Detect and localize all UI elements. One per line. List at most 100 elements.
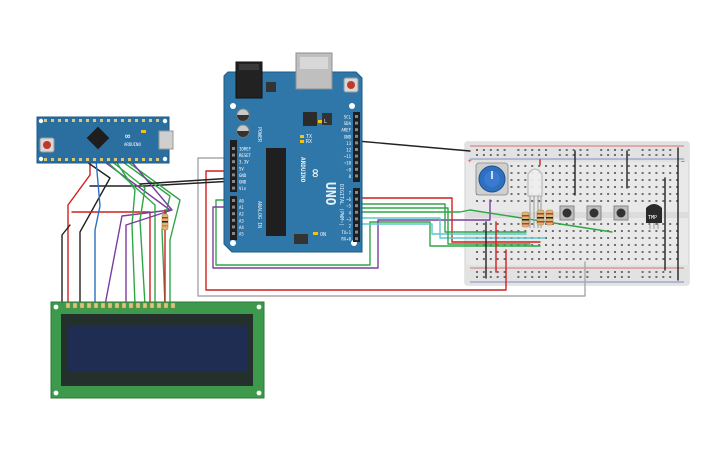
breadboard-hole[interactable] (476, 244, 478, 246)
breadboard-hole[interactable] (496, 154, 499, 156)
breadboard-hole[interactable] (627, 165, 630, 167)
breadboard-hole[interactable] (510, 258, 513, 260)
breadboard-hole[interactable] (545, 193, 547, 195)
pushbutton[interactable] (613, 205, 629, 221)
micro-pin[interactable] (79, 119, 82, 122)
breadboard-hole[interactable] (482, 223, 485, 225)
breadboard-hole[interactable] (593, 200, 596, 202)
wire-purple[interactable] (212, 199, 491, 269)
breadboard-hole[interactable] (531, 165, 534, 167)
breadboard-hole[interactable] (565, 258, 568, 260)
breadboard-hole[interactable] (607, 271, 610, 273)
breadboard-hole[interactable] (600, 200, 603, 202)
breadboard-hole[interactable] (565, 271, 568, 273)
breadboard-hole[interactable] (496, 230, 499, 232)
breadboard-hole[interactable] (607, 172, 610, 174)
wire-cyan[interactable] (356, 217, 546, 239)
lcd-pin[interactable] (93, 302, 99, 309)
breadboard-hole[interactable] (648, 193, 651, 195)
breadboard-hole[interactable] (538, 154, 541, 156)
lcd-pin[interactable] (72, 302, 78, 309)
breadboard-hole[interactable] (607, 179, 610, 181)
breadboard-hole[interactable] (607, 193, 610, 195)
breadboard-hole[interactable] (600, 276, 603, 278)
breadboard-hole[interactable] (614, 193, 616, 195)
wire-black[interactable] (61, 224, 71, 306)
wire-black[interactable] (139, 177, 235, 185)
breadboard-hole[interactable] (655, 154, 658, 156)
breadboard-hole[interactable] (600, 179, 603, 181)
breadboard-hole[interactable] (476, 149, 478, 151)
breadboard-hole[interactable] (503, 271, 506, 273)
breadboard-hole[interactable] (648, 237, 651, 239)
breadboard-hole[interactable] (476, 271, 478, 273)
breadboard-hole[interactable] (586, 193, 589, 195)
breadboard-hole[interactable] (655, 258, 658, 260)
breadboard-hole[interactable] (662, 179, 665, 181)
lcd-pin[interactable] (128, 302, 134, 309)
breadboard-hole[interactable] (565, 172, 568, 174)
uno-digital-pin[interactable] (355, 197, 358, 201)
breadboard-hole[interactable] (641, 186, 644, 188)
breadboard-hole[interactable] (482, 251, 485, 253)
breadboard-hole[interactable] (565, 179, 568, 181)
breadboard-hole[interactable] (572, 276, 575, 278)
breadboard-hole[interactable] (655, 244, 658, 246)
breadboard-hole[interactable] (496, 251, 499, 253)
breadboard-hole[interactable] (517, 276, 520, 278)
lcd-header-pins[interactable] (65, 302, 176, 309)
breadboard-hole[interactable] (579, 276, 582, 278)
breadboard-hole[interactable] (510, 230, 513, 232)
uno-digital-pin[interactable] (355, 148, 358, 151)
breadboard-hole[interactable] (641, 200, 644, 202)
breadboard-hole[interactable] (524, 149, 527, 151)
micro-pin[interactable] (93, 119, 96, 122)
breadboard-hole[interactable] (676, 186, 679, 188)
breadboard-hole[interactable] (551, 172, 554, 174)
breadboard-hole[interactable] (531, 149, 534, 151)
micro-pin[interactable] (156, 119, 159, 122)
micro-pin[interactable] (100, 158, 103, 161)
breadboard-hole[interactable] (524, 193, 527, 195)
uno-digital-pin[interactable] (355, 191, 358, 194)
uno-digital-pin[interactable] (355, 217, 358, 221)
breadboard-hole[interactable] (489, 276, 492, 278)
breadboard-hole[interactable] (620, 179, 623, 181)
breadboard-hole[interactable] (620, 251, 623, 253)
breadboard-hole[interactable] (545, 154, 547, 156)
breadboard-hole[interactable] (538, 244, 541, 246)
breadboard-hole[interactable] (510, 200, 513, 202)
breadboard-hole[interactable] (558, 193, 561, 195)
breadboard-hole[interactable] (600, 193, 603, 195)
breadboard-hole[interactable] (614, 271, 616, 273)
breadboard-hole[interactable] (482, 200, 485, 202)
breadboard-hole[interactable] (655, 271, 658, 273)
breadboard-hole[interactable] (627, 193, 630, 195)
breadboard-hole[interactable] (524, 154, 527, 156)
breadboard-hole[interactable] (593, 172, 596, 174)
breadboard-hole[interactable] (600, 172, 603, 174)
wire-green[interactable] (124, 159, 181, 306)
breadboard-hole[interactable] (586, 251, 589, 253)
breadboard-hole[interactable] (586, 237, 589, 239)
breadboard-hole[interactable] (620, 172, 623, 174)
breadboard-hole[interactable] (655, 237, 658, 239)
breadboard-hole[interactable] (648, 200, 651, 202)
breadboard-hole[interactable] (551, 258, 554, 260)
lcd-pin[interactable] (121, 302, 127, 309)
lcd-pin[interactable] (86, 302, 92, 309)
breadboard-hole[interactable] (503, 223, 506, 225)
micro-header-pins[interactable] (44, 119, 159, 161)
breadboard-hole[interactable] (627, 223, 630, 225)
breadboard-hole[interactable] (579, 271, 582, 273)
breadboard-hole[interactable] (655, 172, 658, 174)
breadboard-hole[interactable] (676, 258, 679, 260)
breadboard-hole[interactable] (545, 172, 547, 174)
breadboard-hole[interactable] (545, 165, 547, 167)
uno-digital-pin[interactable] (355, 115, 358, 118)
breadboard-hole[interactable] (593, 179, 596, 181)
breadboard-hole[interactable] (600, 186, 603, 188)
breadboard-hole[interactable] (496, 223, 499, 225)
micro-pin[interactable] (65, 119, 68, 122)
breadboard-hole[interactable] (517, 179, 520, 181)
